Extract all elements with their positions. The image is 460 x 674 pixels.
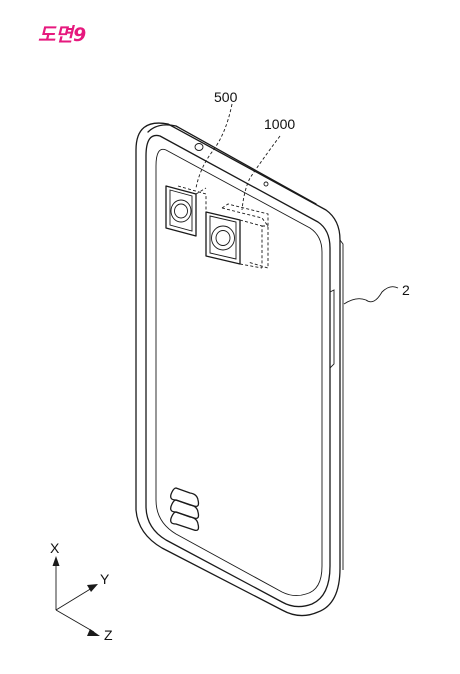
page-title: 도면9	[38, 24, 87, 46]
camera-500-icon	[165, 185, 207, 237]
label-1000: 1000	[264, 116, 295, 132]
phone-body	[135, 122, 344, 617]
top-pinhole-icon	[263, 181, 269, 187]
camera-1000-icon	[205, 203, 269, 269]
top-hole-icon	[194, 143, 204, 151]
label-2: 2	[402, 282, 410, 298]
axis-z-label: Z	[104, 627, 113, 643]
leader-2	[343, 286, 399, 305]
leader-1000	[241, 135, 281, 211]
axis-x-label: X	[50, 540, 60, 556]
label-500: 500	[214, 89, 238, 105]
axis-triad	[52, 556, 100, 636]
side-button	[329, 289, 335, 370]
axis-y-label: Y	[100, 571, 110, 587]
speaker-grille-icon	[170, 487, 200, 532]
leader-500	[195, 103, 233, 189]
